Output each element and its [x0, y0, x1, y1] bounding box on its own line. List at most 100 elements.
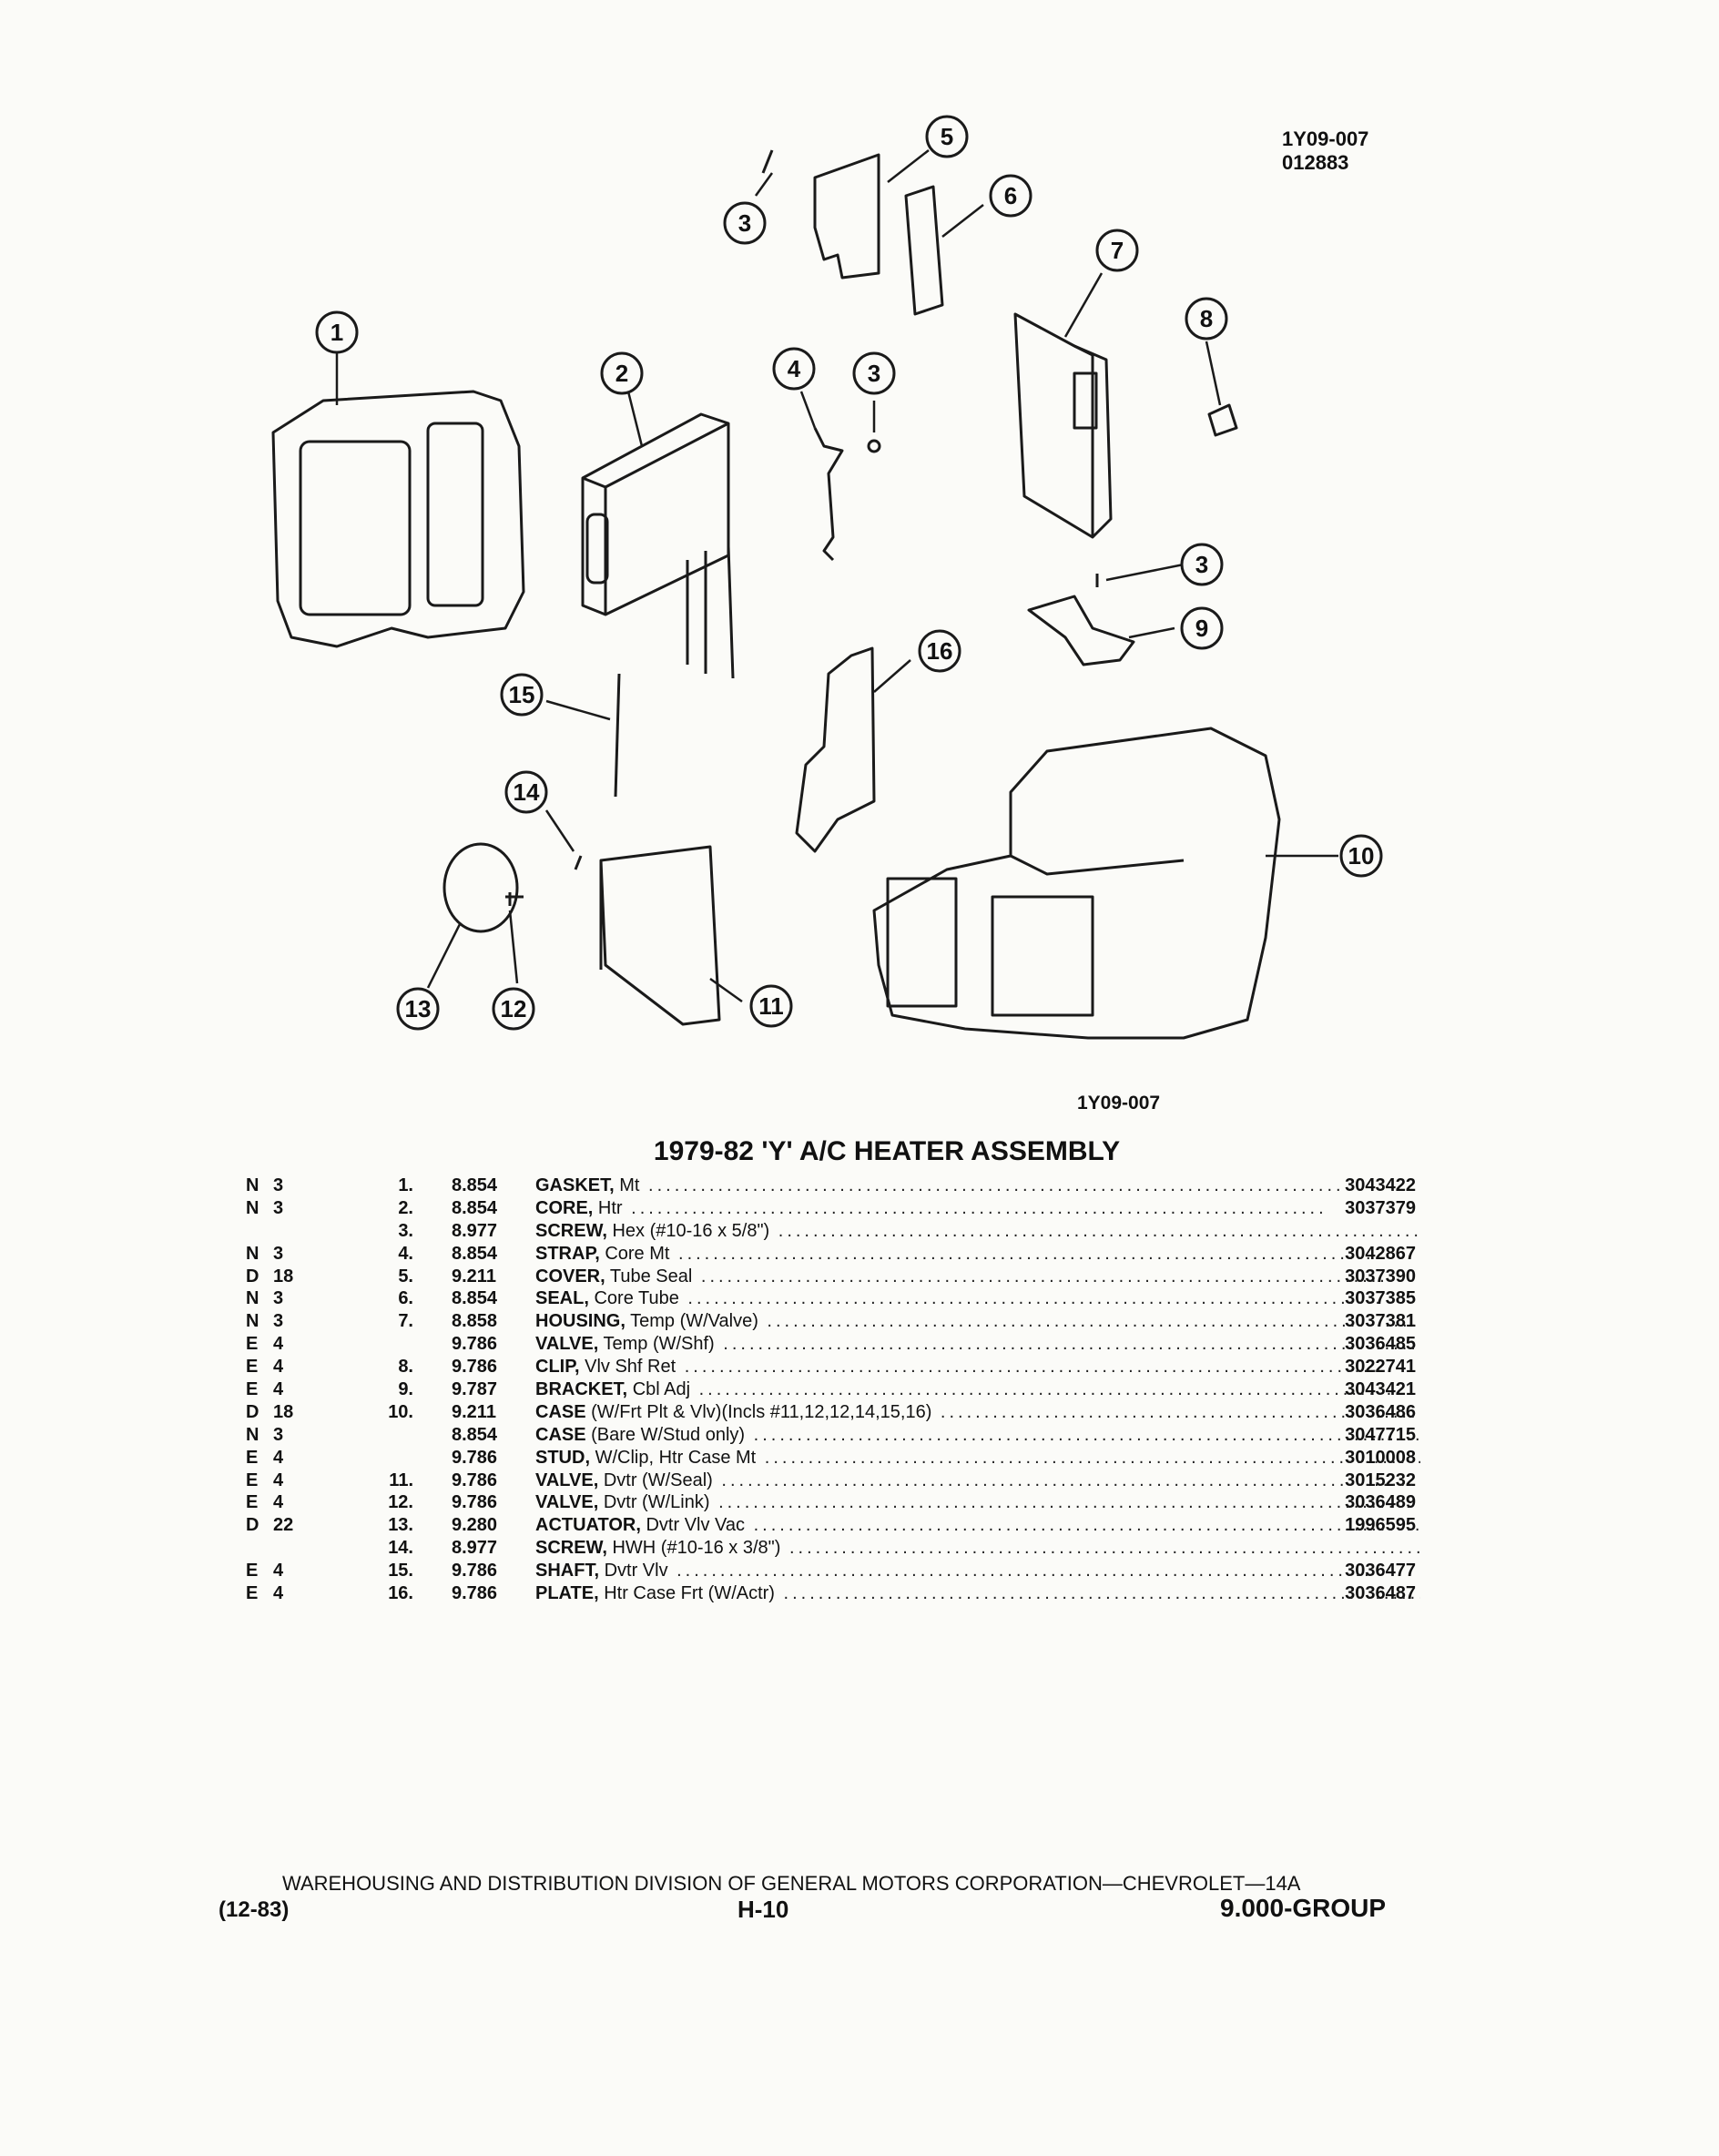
callout-14: 14 — [514, 778, 540, 806]
part-description: VALVE, Dvtr (W/Link) ...................… — [535, 1491, 1420, 1514]
leader-dots: ........................................… — [745, 1515, 1420, 1536]
quantity: 3 — [273, 1197, 284, 1218]
hwh-screw-drawing — [574, 855, 583, 870]
reference-number: 8. — [398, 1357, 413, 1378]
part-number: 3037379 — [1345, 1197, 1416, 1218]
quantity: 4 — [273, 1492, 284, 1513]
quantity: 3 — [273, 1311, 284, 1332]
reference-number: 1. — [398, 1175, 413, 1195]
diverter-valve-seal-drawing — [599, 845, 721, 1026]
part-description: CORE, Htr ..............................… — [535, 1197, 1420, 1220]
quantity: 4 — [273, 1334, 284, 1355]
part-name: COVER, — [535, 1266, 605, 1286]
part-detail: Dvtr (W/Seal) — [603, 1470, 713, 1490]
group-number: 8.854 — [452, 1424, 498, 1445]
callout-13: 13 — [405, 995, 432, 1022]
parts-list-title: 1979-82 'Y' A/C HEATER ASSEMBLY — [653, 1136, 1121, 1166]
callout-9: 9 — [1195, 615, 1208, 642]
part-number: 3036486 — [1345, 1401, 1416, 1422]
part-number: 3043421 — [1345, 1379, 1416, 1400]
group-number: 9.786 — [452, 1470, 498, 1490]
source-code: E — [246, 1470, 259, 1490]
leader-dots: ........................................… — [756, 1447, 1420, 1468]
part-name: SCREW, — [535, 1220, 607, 1241]
group-number: 8.854 — [452, 1175, 498, 1195]
screw-drawing-mid — [867, 439, 881, 453]
callout-15: 15 — [509, 681, 535, 708]
part-description: VALVE, Dvtr (W/Seal) ...................… — [535, 1470, 1420, 1492]
part-description: CASE (W/Frt Plt & Vlv)(Incls #11,12,12,1… — [535, 1401, 1420, 1424]
callout-numbers: 1 2 3 3 3 4 5 6 7 8 9 10 11 12 13 14 15 … — [331, 123, 1375, 1022]
quantity: 3 — [273, 1424, 284, 1445]
part-detail: Dvtr Vlv — [604, 1561, 668, 1581]
leader-lines — [335, 149, 1338, 1003]
reference-number: 4. — [398, 1243, 413, 1264]
part-description: CASE (Bare W/Stud only) ................… — [535, 1424, 1420, 1447]
group-number: 9.211 — [452, 1401, 496, 1422]
group-number: 8.854 — [452, 1288, 498, 1309]
callout-3b: 3 — [868, 360, 880, 387]
leader-dots: ........................................… — [622, 1197, 1327, 1218]
part-name: STUD, — [535, 1447, 590, 1468]
callout-3a: 3 — [738, 209, 751, 237]
quantity: 4 — [273, 1470, 284, 1490]
footer-group: 9.000-GROUP — [1220, 1894, 1387, 1922]
group-number: 9.786 — [452, 1357, 498, 1378]
callout-4: 4 — [788, 355, 801, 382]
part-description: SCREW, Hex (#10-16 x 5/8") .............… — [535, 1220, 1420, 1243]
part-detail: Tube Seal — [609, 1266, 693, 1286]
group-number: 8.854 — [452, 1197, 498, 1218]
part-detail: (W/Frt Plt & Vlv)(Incls #11,12,12,14,15,… — [591, 1401, 932, 1422]
source-code: N — [246, 1424, 259, 1445]
callout-6: 6 — [1004, 182, 1017, 209]
leader-dots: ........................................… — [745, 1424, 1420, 1445]
leader-dots: ........................................… — [940, 1401, 1420, 1422]
group-number: 9.786 — [452, 1447, 498, 1468]
part-number: 3042867 — [1345, 1243, 1416, 1264]
part-name: CASE — [535, 1401, 586, 1422]
source-code: E — [246, 1492, 259, 1513]
source-code: E — [246, 1561, 259, 1581]
figure-ref-code: 1Y09-007 — [1282, 127, 1369, 150]
part-name: CORE, — [535, 1197, 594, 1218]
group-number: 9.787 — [452, 1379, 498, 1400]
part-name: BRACKET, — [535, 1379, 628, 1400]
part-number: 3037381 — [1345, 1311, 1416, 1332]
callout-8: 8 — [1200, 305, 1213, 332]
group-number: 9.786 — [452, 1561, 498, 1581]
tube-seal-cover-drawing — [813, 153, 880, 280]
part-description: GASKET, Mt .............................… — [535, 1175, 1420, 1197]
valve-shaft-clip-drawing — [1207, 403, 1238, 437]
leader-dots: ........................................… — [780, 1538, 1420, 1559]
source-code: E — [246, 1334, 259, 1355]
part-number: 3036489 — [1345, 1492, 1416, 1513]
leader-dots: ........................................… — [669, 1243, 1375, 1264]
core-tube-seal-drawing — [904, 185, 944, 316]
callout-12: 12 — [501, 995, 527, 1022]
part-description: STUD, W/Clip, Htr Case Mt ..............… — [535, 1447, 1420, 1470]
callout-3c: 3 — [1195, 551, 1208, 578]
quantity: 3 — [273, 1175, 284, 1195]
leader-dots: ........................................… — [692, 1266, 1398, 1286]
callout-11: 11 — [758, 992, 784, 1020]
quantity: 4 — [273, 1379, 284, 1400]
exploded-parts-diagram: 1 2 3 3 3 4 5 6 7 8 9 10 11 12 13 14 15 … — [271, 115, 1383, 1114]
leader-dots: ........................................… — [774, 1583, 1420, 1604]
source-code: N — [246, 1288, 259, 1309]
part-number: 3043422 — [1345, 1175, 1416, 1195]
diverter-shaft-drawing — [614, 673, 621, 798]
reference-number: 16. — [388, 1583, 413, 1604]
source-code: N — [246, 1197, 259, 1218]
heater-core-drawing — [581, 412, 735, 679]
part-detail: Mt — [619, 1175, 640, 1195]
leader-dots: ........................................… — [712, 1470, 1418, 1490]
footer-page-number: H-10 — [737, 1896, 789, 1923]
part-detail: W/Clip, Htr Case Mt — [595, 1447, 757, 1468]
